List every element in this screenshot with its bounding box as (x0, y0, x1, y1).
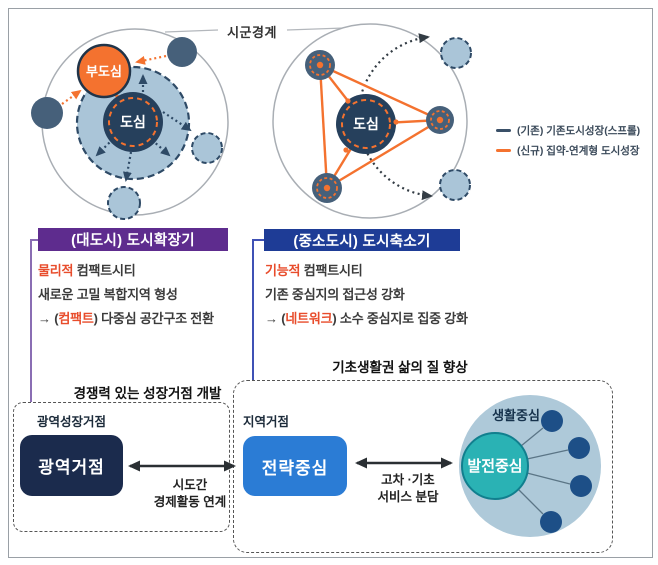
panel-left-row1: 물리적 컴팩트시티 (38, 260, 136, 279)
legend-item-existing: (기존) 기존도시성장(스프롤) (496, 124, 640, 137)
arrow-prefix: → ( (265, 311, 286, 326)
boundary-label: 시군경계 (227, 25, 277, 40)
row-text: ) 다중심 공간구조 전환 (93, 311, 214, 326)
strategic-center-node: 전략중심 (243, 436, 347, 496)
row-text: 컴팩트시티 (73, 263, 136, 278)
blue-connector-line (252, 239, 254, 380)
panel-left-row2: 새로운 고밀 복합지역 형성 (38, 287, 178, 302)
panel-header-small-city: (중소도시) 도시축소기 (264, 229, 460, 251)
row-text: 컴팩트시티 (300, 263, 363, 278)
blue-connector-stub (252, 239, 265, 241)
legend: (기존) 기존도시성장(스프롤) (신규) 집약-연계형 도시성장 (496, 124, 640, 157)
row-text: ) 소수 중심지로 집중 강화 (332, 311, 468, 326)
arrow2-label-line2: 서비스 분담 (377, 490, 439, 504)
highlight-text: 물리적 (38, 263, 74, 278)
panel-right-row3: → (네트워크) 소수 중심지로 집중 강화 (265, 308, 468, 327)
highlight-text: 네트워크 (285, 311, 333, 326)
highlight-text: 컴팩트 (58, 311, 94, 326)
bottom-right-title: 기초생활권 삶의 질 향상 (332, 360, 468, 375)
highlight-text: 기능적 (265, 263, 301, 278)
existing-growth-line-swatch (496, 129, 511, 132)
new-growth-line-swatch (496, 149, 511, 152)
panel-right-row2: 기존 중심지의 접근성 강화 (265, 287, 405, 302)
regional-hub-node: 광역거점 (20, 435, 123, 496)
regional-growth-hub-label: 광역성장거점 (37, 415, 107, 429)
purple-connector-line (30, 239, 32, 402)
legend-item-new: (신규) 집약-연계형 도시성장 (496, 144, 640, 157)
local-hub-label: 지역거점 (243, 415, 290, 429)
purple-connector-stub (30, 239, 39, 241)
arrow1-label-line2: 경제활동 연계 (153, 495, 227, 509)
panel-right-row1: 기능적 컴팩트시티 (265, 260, 363, 279)
arrow1-label-line1: 시도간 (172, 478, 208, 492)
legend-label: (기존) 기존도시성장(스프롤) (517, 125, 641, 137)
arrow-prefix: → ( (38, 311, 59, 326)
legend-label: (신규) 집약-연계형 도시성장 (517, 145, 640, 157)
panel-left-row3: → (컴팩트) 다중심 공간구조 전환 (38, 308, 214, 327)
arrow2-label: 고차 ·기초 서비스 분담 (358, 472, 458, 506)
panel-header-metropolis: (대도시) 도시확장기 (38, 228, 228, 251)
arrow1-label: 시도간 경제활동 연계 (140, 477, 240, 511)
bottom-left-title: 경쟁력 있는 성장거점 개발 (73, 386, 222, 401)
arrow2-label-line1: 고차 ·기초 (381, 473, 435, 487)
